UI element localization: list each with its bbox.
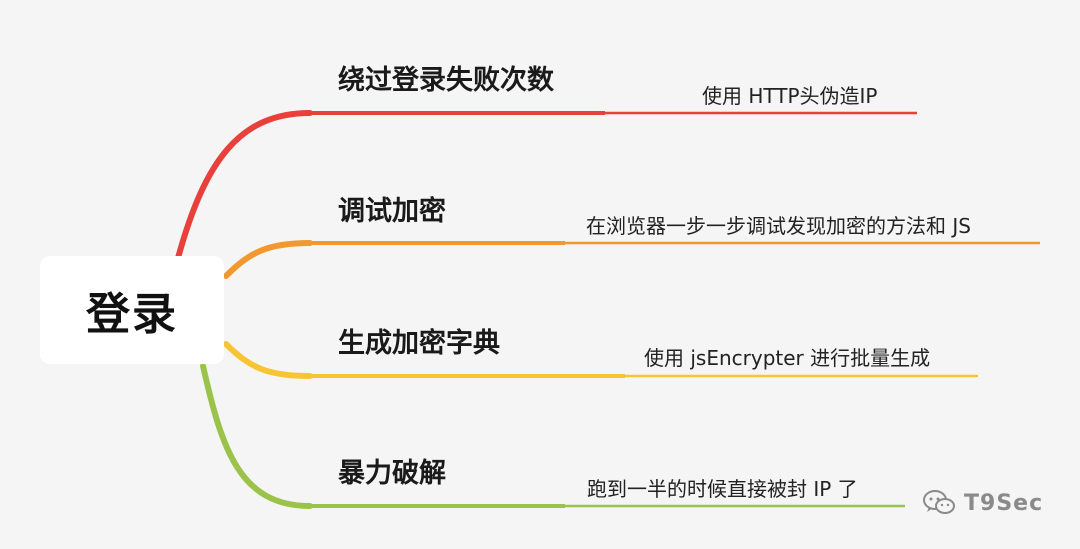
watermark: T9Sec (922, 486, 1043, 520)
branch-label-1: 绕过登录失败次数 (338, 65, 554, 96)
branch-curve-1 (175, 110, 313, 261)
leaf-label-1: 使用 HTTP头伪造IP (702, 84, 878, 108)
branch-curve-3 (223, 341, 313, 379)
branch-label-2: 调试加密 (338, 196, 446, 227)
root-node: 登录 (40, 256, 224, 364)
watermark-text: T9Sec (964, 490, 1044, 516)
root-label: 登录 (86, 289, 178, 340)
branch-curve-2 (223, 240, 313, 279)
leaf-label-2: 在浏览器一步一步调试发现加密的方法和 JS (586, 214, 971, 238)
branch-label-3: 生成加密字典 (338, 328, 500, 359)
branch-label-4: 暴力破解 (338, 458, 446, 489)
wechat-icon (923, 490, 955, 514)
leaf-label-4: 跑到一半的时候直接被封 IP 了 (587, 477, 858, 501)
leaf-label-3: 使用 jsEncrypter 进行批量生成 (644, 346, 931, 370)
branch-curve-4 (200, 363, 313, 509)
